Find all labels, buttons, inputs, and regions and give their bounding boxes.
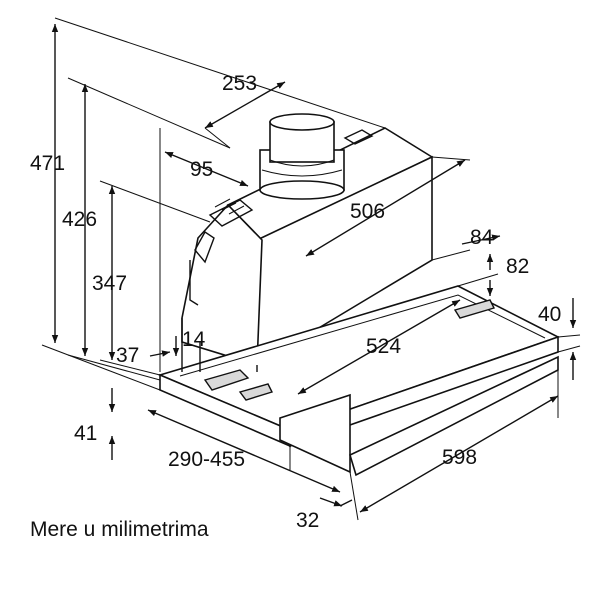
dim-347: 347 — [92, 272, 127, 295]
dim-524: 524 — [366, 335, 401, 358]
dim-40: 40 — [538, 303, 561, 326]
hood-outline — [157, 113, 561, 477]
dim-598: 598 — [442, 446, 477, 469]
dimension-lines — [51, 24, 577, 513]
dim-471: 471 — [30, 152, 65, 175]
dim-41: 41 — [74, 422, 97, 445]
exhaust-duct — [259, 113, 345, 200]
dim-426: 426 — [62, 208, 97, 231]
dimension-labels: 253 95 506 471 426 347 84 82 40 14 37 52… — [30, 72, 561, 532]
dim-253: 253 — [222, 72, 257, 95]
dim-32: 32 — [296, 509, 319, 532]
dim-37: 37 — [116, 344, 139, 367]
dim-290-455: 290-455 — [168, 448, 245, 471]
dim-95: 95 — [190, 158, 213, 181]
dim-506: 506 — [350, 200, 385, 223]
units-caption: Mere u milimetrima — [30, 518, 209, 541]
dim-84: 84 — [470, 226, 494, 249]
mounting-bracket — [189, 129, 374, 306]
extension-lines — [41, 17, 581, 521]
dim-82: 82 — [506, 255, 529, 278]
dim-14: 14 — [182, 328, 206, 351]
